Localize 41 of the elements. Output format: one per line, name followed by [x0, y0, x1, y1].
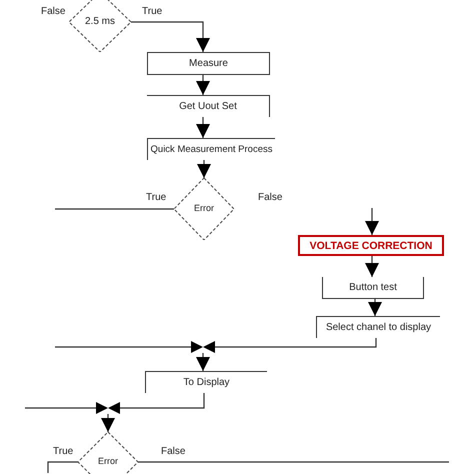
- branch-label: False: [257, 192, 284, 203]
- step-text: VOLTAGE CORRECTION: [310, 240, 432, 252]
- step-text: Button test: [349, 282, 397, 293]
- edge-label: True: [145, 192, 168, 203]
- branch-label: False: [40, 6, 66, 17]
- connector-line: [55, 208, 174, 210]
- connector-line: [55, 346, 191, 348]
- edge-label: False: [160, 446, 186, 457]
- connector-line: [25, 407, 96, 409]
- step-text: Measure: [189, 58, 228, 69]
- process-box: [147, 52, 270, 75]
- connector-line: [47, 461, 78, 473]
- step-text: Quick Measurement Process: [150, 144, 272, 155]
- process-box: [322, 277, 424, 299]
- highlighted-box: [298, 235, 444, 256]
- condition-text: Error: [194, 203, 214, 213]
- arrow: [197, 160, 211, 178]
- condition-text: 2.5 ms: [84, 16, 115, 27]
- edge-label: True: [141, 6, 164, 17]
- merge-bowtie-icon: [96, 402, 120, 414]
- process-box: [145, 371, 267, 393]
- process-box: [147, 138, 275, 160]
- arrow: [131, 21, 210, 52]
- process-box: [147, 95, 270, 117]
- process-box: [316, 316, 440, 338]
- connector-line: [138, 461, 449, 463]
- arrow: [365, 208, 379, 235]
- step-text: Get Uout Set: [179, 101, 237, 112]
- arrow: [365, 256, 379, 277]
- arrow: [196, 353, 210, 371]
- condition-text: Error: [98, 456, 118, 466]
- step-text: To Display: [183, 377, 230, 388]
- arrow: [368, 299, 382, 316]
- step-text: Select chanel to display: [326, 322, 432, 333]
- arrow: [101, 414, 115, 432]
- edge-label: True: [52, 446, 74, 457]
- arrow: [196, 75, 210, 95]
- connector-line: [215, 338, 377, 348]
- arrow: [196, 117, 210, 138]
- merge-bowtie-icon: [191, 341, 215, 353]
- connector-line: [120, 393, 205, 409]
